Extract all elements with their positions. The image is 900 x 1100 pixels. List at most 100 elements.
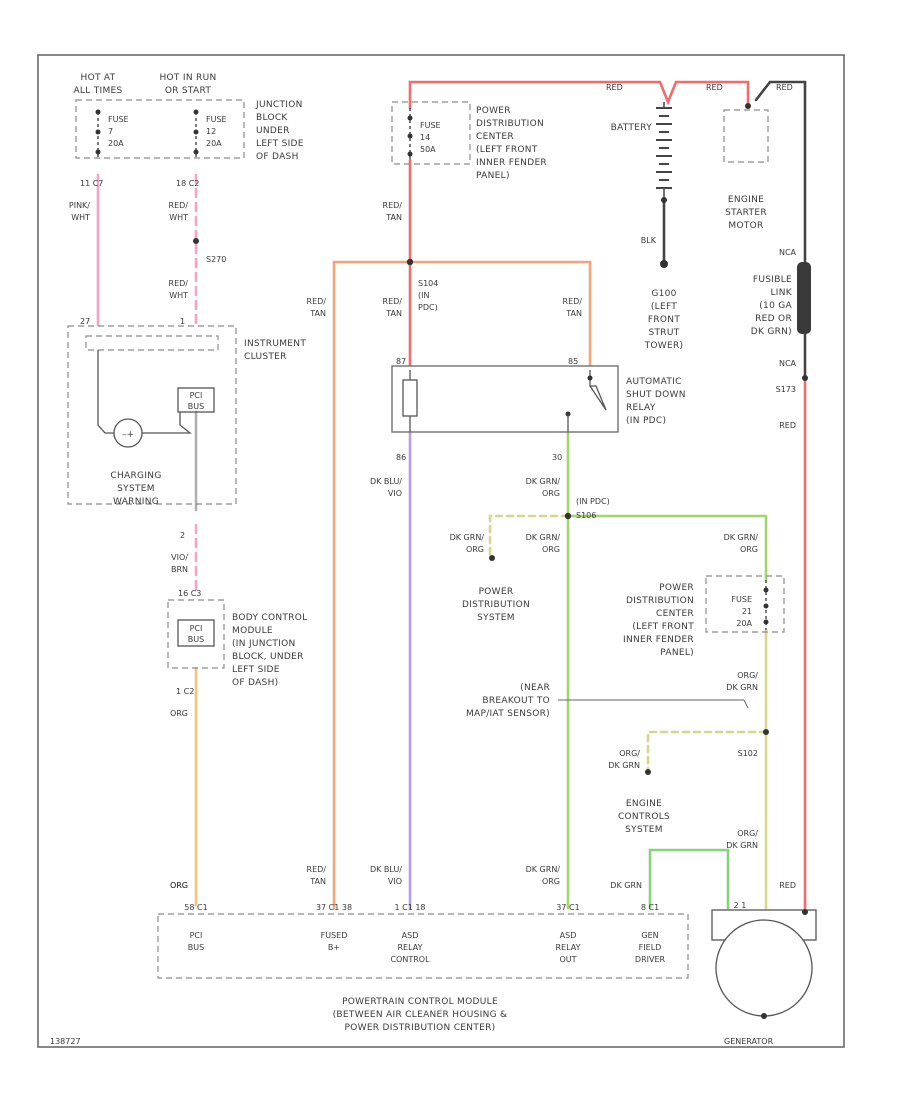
generator-label: GENERATOR — [724, 1037, 774, 1046]
red-right-label: RED — [779, 421, 796, 430]
red-gen-label: RED — [779, 881, 796, 890]
pdc-right-box — [705, 575, 785, 633]
dk-grn-org-label-1: DK GRN/ORG — [526, 477, 561, 498]
c2-connector: 18 C2 — [176, 179, 199, 188]
generator-body — [715, 919, 813, 1017]
dk-grn-org-label-4: DK GRN/ORG — [724, 533, 759, 554]
red-wht-label-1: RED/WHT — [169, 201, 189, 222]
wire-dk-grn-org-s106 — [566, 514, 768, 582]
splice-s106 — [564, 512, 572, 520]
red-tan-pcm-label: RED/TAN — [307, 865, 327, 886]
relay-pin-30: 30 — [552, 453, 562, 462]
wire-dk-grn-gen — [648, 848, 730, 910]
powertrain-control-module: ORG RED/TAN DK BLU/VIO DK GRN/ORG 58 C1 … — [157, 865, 689, 1033]
wire-red-starter — [754, 80, 772, 102]
pci-bus-bcm-box — [177, 619, 215, 647]
blk-label: BLK — [641, 236, 657, 245]
pin-27: 27 — [80, 317, 90, 326]
dk-blu-vio-pcm-label: DK BLU/VIO — [370, 865, 402, 886]
footer-code: 138727 — [50, 1037, 81, 1046]
pin-1: 1 — [180, 317, 185, 326]
dk-grn-gen-label: DK GRN — [610, 881, 642, 890]
org-dk-grn-label-3: ORG/DK GRN — [726, 829, 758, 850]
dk-blu-vio-label-1: DK BLU/VIO — [370, 477, 402, 498]
bcm-box — [167, 599, 225, 669]
splice-s102 — [763, 729, 769, 735]
dk-grn-org-pcm-label: DK GRN/ORG — [526, 865, 561, 886]
relay-pin-87: 87 — [396, 357, 406, 366]
wire-red-tan-branch-right — [408, 260, 592, 372]
pcm-label: POWERTRAIN CONTROL MODULE(BETWEEN AIR CL… — [333, 997, 508, 1033]
pin-2: 2 — [180, 531, 185, 540]
warning-lamp-circuit — [97, 350, 192, 434]
dk-grn-org-label-3: DK GRN/ORG — [526, 533, 561, 554]
nca-label-2: NCA — [779, 359, 797, 368]
c2-bcm: 1 C2 — [176, 687, 194, 696]
ground-g100 — [660, 260, 668, 268]
s106-label: (IN PDC)S106 — [576, 497, 610, 520]
org-label-2: ORG — [170, 881, 188, 890]
org-dk-grn-label-1: ORG/DK GRN — [726, 671, 758, 692]
instrument-cluster-box — [67, 325, 237, 505]
pcm-pin-gen: 8 C1 — [641, 903, 659, 912]
distribution-section: (IN PDC)S106 DK GRN/ORG DK GRN/ORG DK GR… — [450, 497, 796, 890]
wire-breakout-pointer2 — [743, 699, 749, 709]
org-dk-grn-label-2: ORG/DK GRN — [608, 749, 640, 770]
dk-grn-org-label-2: DK GRN/ORG — [450, 533, 485, 554]
splice-s270 — [193, 238, 199, 244]
vio-brn-label: VIO/BRN — [171, 553, 188, 574]
pink-wht-label: PINK/WHT — [69, 201, 90, 222]
red-tan-label-4: RED/TAN — [563, 297, 583, 318]
s102-label: S102 — [738, 749, 758, 758]
ecs-arrow — [645, 769, 651, 775]
red-wht-label-2: RED/WHT — [169, 279, 189, 300]
asd-relay-box — [391, 365, 619, 433]
org-pcm-label: ORG — [170, 881, 188, 890]
pcm-pin-pci: 58 C1 — [184, 903, 207, 912]
pci-bus-ic-box — [177, 387, 215, 413]
org-label-1: ORG — [170, 709, 188, 718]
wire-red-top — [408, 80, 750, 110]
charging-warning-lamp — [113, 418, 143, 448]
s270-label: S270 — [206, 255, 226, 264]
red-tan-label-1: RED/TAN — [383, 201, 403, 222]
pdc-top-box — [391, 101, 471, 165]
battery-label: BATTERY — [611, 123, 653, 133]
red-top-1: RED — [606, 83, 623, 92]
wires — [96, 80, 811, 910]
diagram-frame — [37, 54, 845, 1048]
generator-pins: 2 1 — [734, 901, 747, 910]
battery-symbol — [656, 102, 672, 198]
red-top-2: RED — [706, 83, 723, 92]
red-tan-label-3: RED/TAN — [383, 297, 403, 318]
starter-box — [723, 109, 769, 163]
